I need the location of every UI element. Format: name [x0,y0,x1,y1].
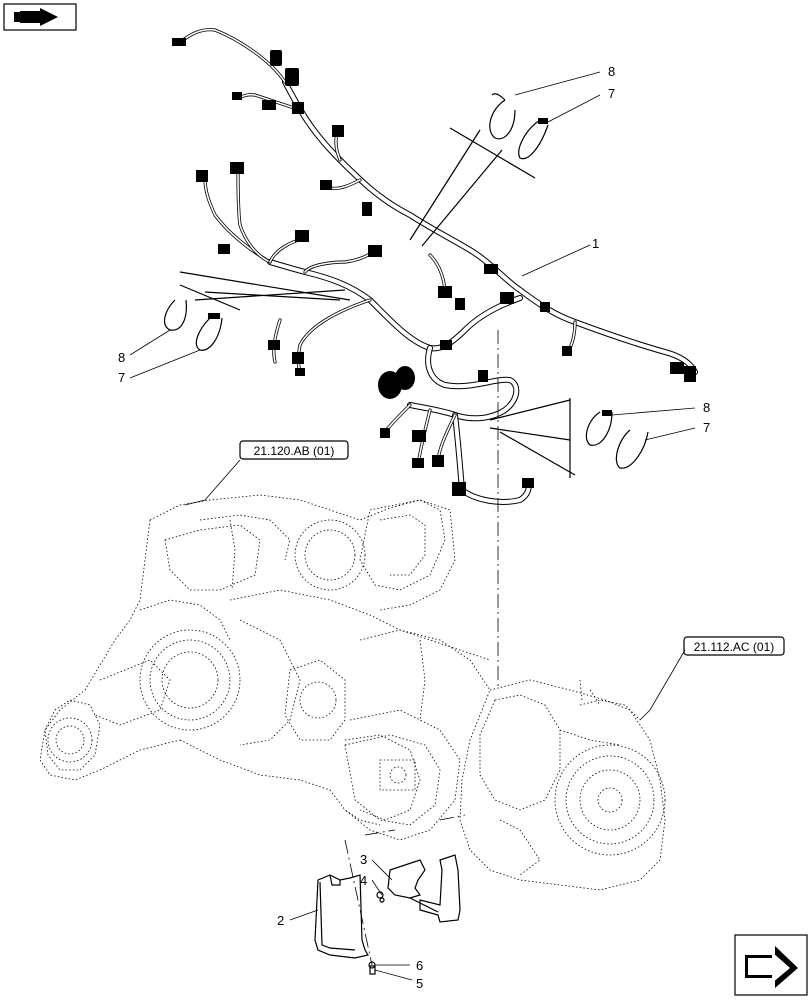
callout-8-top: 8 [608,64,615,79]
next-page-arrow-icon[interactable] [734,934,808,996]
callout-7-left: 7 [118,370,125,385]
callout-numbers: 8 7 1 8 7 8 7 2 3 4 6 5 [118,64,710,991]
callout-8-right: 8 [703,400,710,415]
shield-part [314,874,369,959]
rear-axle-housing [39,494,491,841]
reference-rear-axle[interactable]: 21.120.AB (01) [239,440,349,460]
centre-lines [344,330,499,966]
wiring-harness [172,28,698,505]
reference-rear-axle-label: 21.120.AB (01) [254,444,335,458]
book-arrow-icon[interactable] [3,3,77,31]
reference-transmission-label: 21.112.AC (01) [694,640,775,654]
callout-1: 1 [592,236,599,251]
callout-6: 6 [416,958,423,973]
callout-8-left: 8 [118,350,125,365]
section-break-marks [179,127,576,478]
callout-4: 4 [360,873,367,888]
transmission-housing [459,679,666,891]
callout-2: 2 [277,913,284,928]
valve-block [344,734,441,826]
callout-leaders [184,244,686,981]
callout-7-right: 7 [703,420,710,435]
callout-7-top: 7 [608,86,615,101]
clip-and-tie-top [489,71,601,160]
reference-transmission[interactable]: 21.112.AC (01) [683,636,785,656]
clip-and-tie-right [585,407,696,469]
callout-5: 5 [416,976,423,991]
callout-3: 3 [360,852,367,867]
clip-and-tie-left [129,299,223,379]
bracket-part [368,854,461,975]
